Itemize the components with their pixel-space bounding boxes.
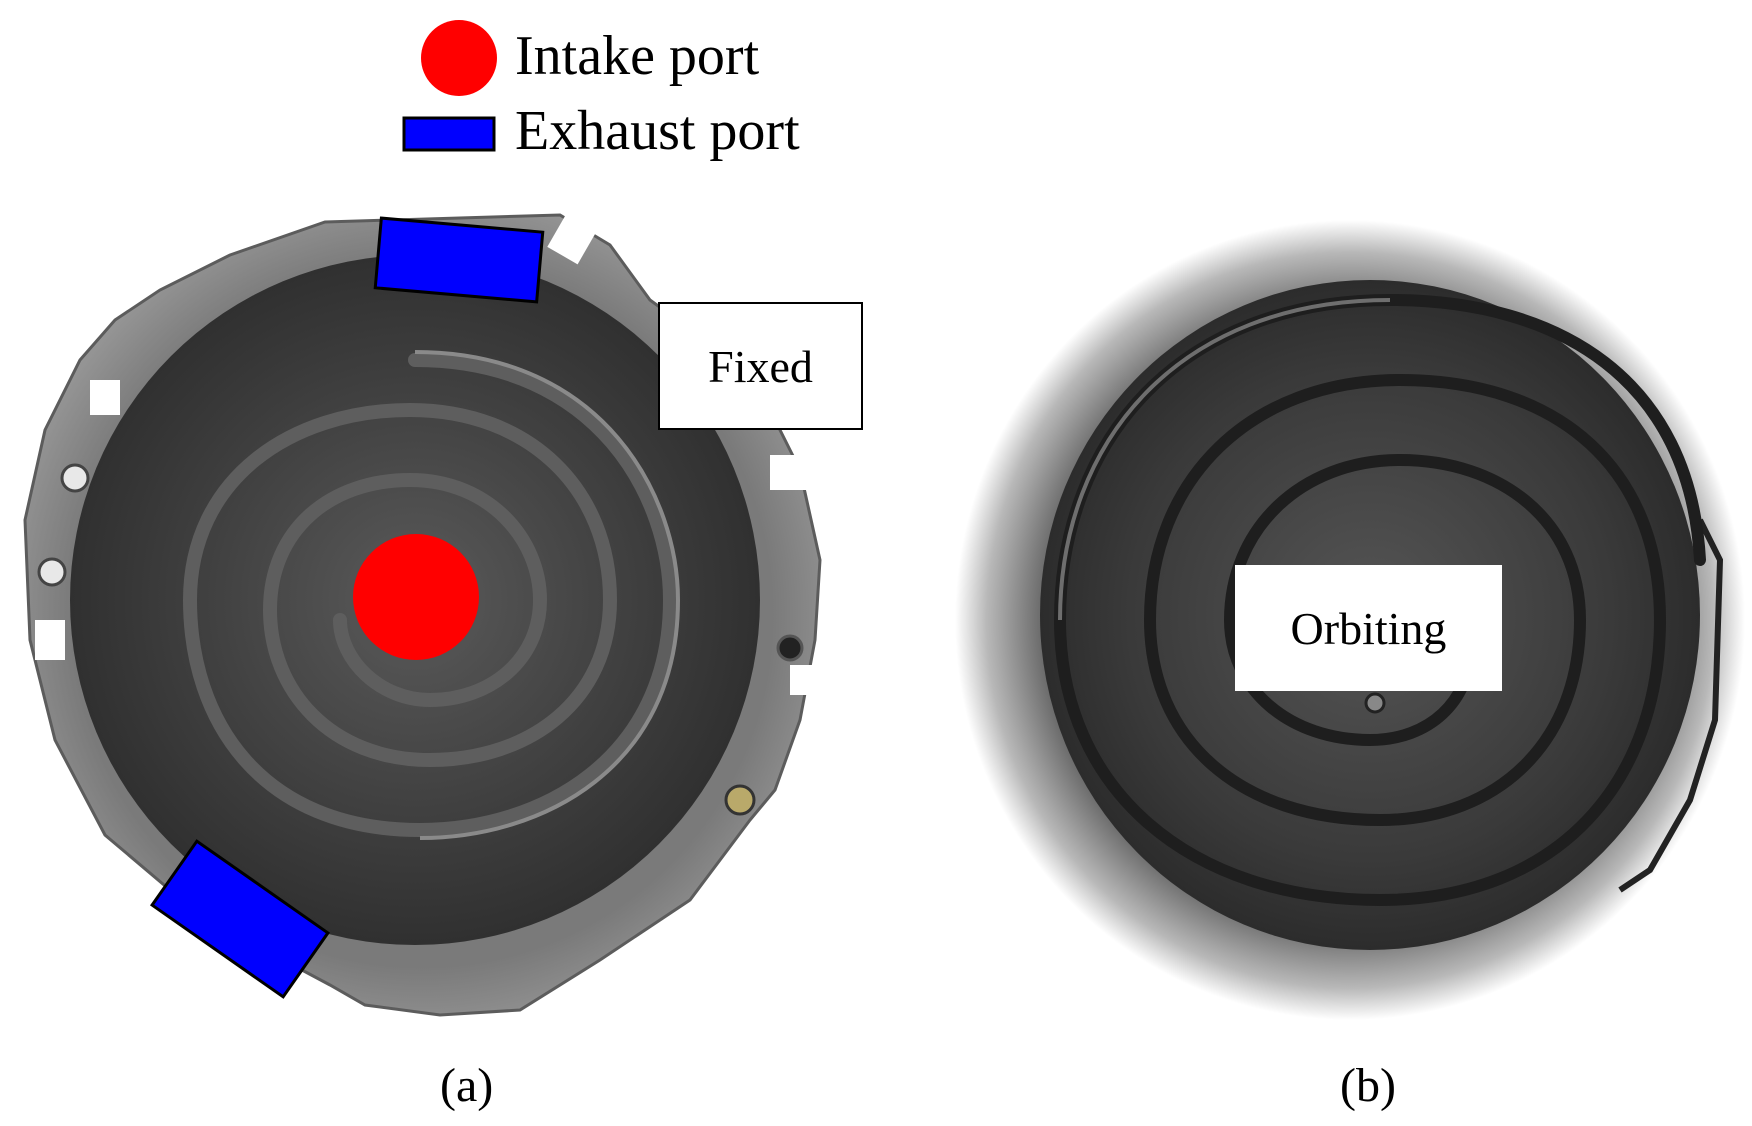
bolt-hole xyxy=(776,634,804,662)
legend-intake-marker xyxy=(421,20,497,96)
flange-notch xyxy=(547,212,598,265)
orbiting-scroll-wrap-highlight xyxy=(1058,298,1391,621)
flange-notch xyxy=(770,455,810,490)
bolt-hole xyxy=(60,463,90,493)
flange-notch xyxy=(90,380,120,415)
caption-a: (a) xyxy=(440,1059,494,1112)
exhaust-port-bottom xyxy=(150,839,330,999)
intake-port xyxy=(353,534,479,660)
exhaust-port-top xyxy=(373,216,545,304)
bolt-hole xyxy=(724,784,756,816)
orbiting-label: Orbiting xyxy=(1235,565,1502,691)
legend-exhaust-label: Exhaust port xyxy=(515,100,800,162)
orbiting-center-hole xyxy=(1364,692,1386,714)
orbiting-scroll-edge xyxy=(1618,518,1724,893)
fixed-scroll-wrap xyxy=(182,353,678,838)
flange-notch xyxy=(35,620,65,660)
fixed-label: Fixed xyxy=(658,302,863,430)
legend-exhaust-marker xyxy=(402,116,496,152)
flange-notch xyxy=(790,665,825,695)
legend-intake-label: Intake port xyxy=(515,25,760,87)
bolt-hole xyxy=(37,557,67,587)
caption-b: (b) xyxy=(1340,1059,1396,1112)
fixed-scroll-photo xyxy=(23,212,825,1017)
fixed-scroll-wrap-highlight xyxy=(414,350,681,840)
